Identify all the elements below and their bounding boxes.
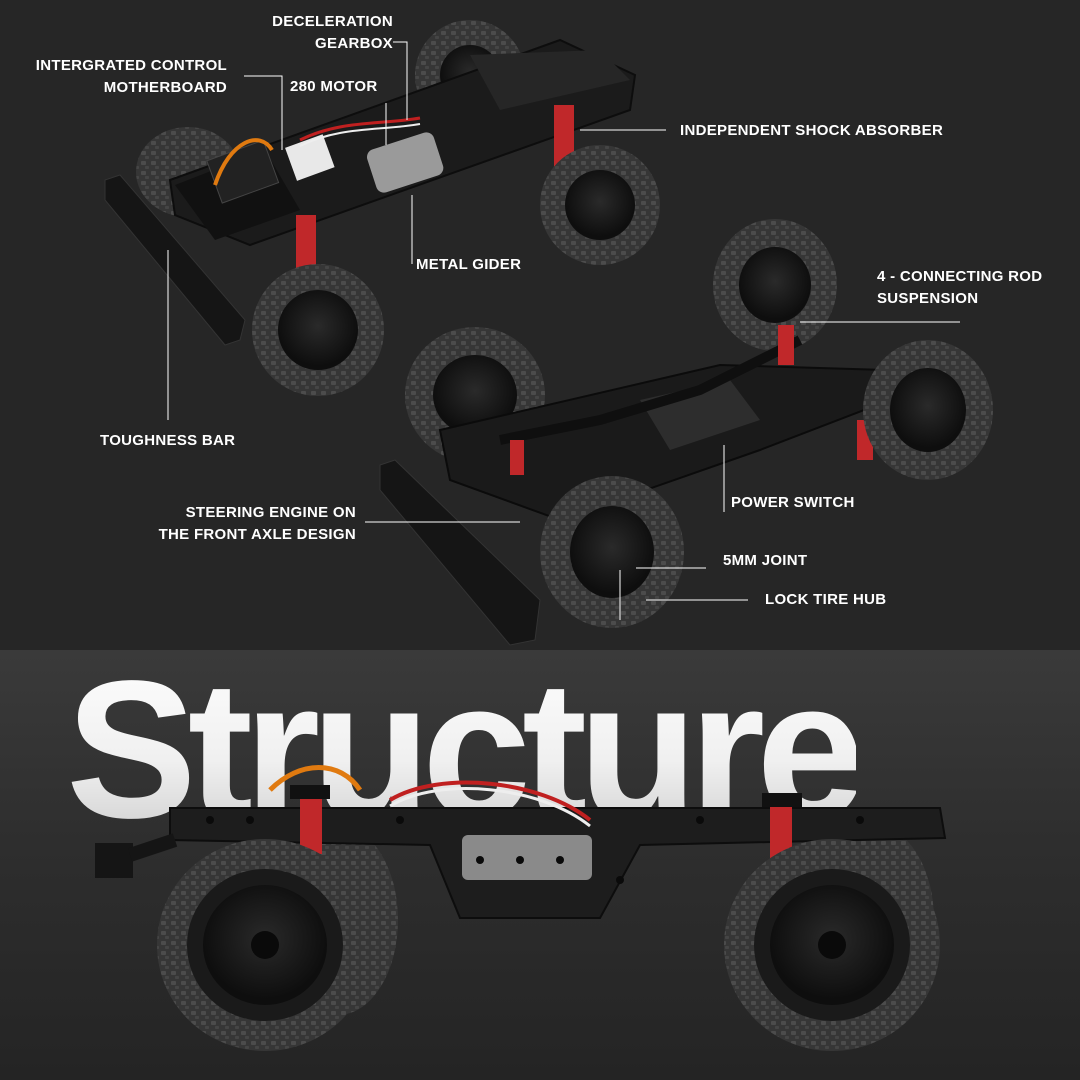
label-toughness-bar: TOUGHNESS BAR xyxy=(100,432,236,449)
label-shock-absorber: INDEPENDENT SHOCK ABSORBER xyxy=(680,122,944,139)
label-line: MOTHERBOARD xyxy=(103,79,227,96)
label-line: DECELERATION xyxy=(272,13,393,30)
lower-chassis xyxy=(379,219,993,646)
label-line: 4 - CONNECTING ROD xyxy=(877,268,1043,285)
label-power-switch: POWER SWITCH xyxy=(731,494,855,511)
label-lock-tire-hub: LOCK TIRE HUB xyxy=(765,591,887,608)
upper-chassis xyxy=(104,20,660,396)
label-line: GEARBOX xyxy=(315,35,393,52)
label-motor: 280 MOTOR xyxy=(290,78,378,95)
label-line: INTERGRATED CONTROL xyxy=(35,57,227,74)
label-joint: 5MM JOINT xyxy=(723,552,808,569)
label-deceleration-gearbox: DECELERATION GEARBOX xyxy=(250,11,393,55)
label-control-motherboard: INTERGRATED CONTROL MOTHERBOARD xyxy=(20,55,227,99)
label-steering-engine: STEERING ENGINE ON THE FRONT AXLE DESIGN xyxy=(140,502,356,546)
callout-lines xyxy=(167,41,960,620)
label-line: STEERING ENGINE ON xyxy=(185,504,356,521)
label-rod-suspension: 4 - CONNECTING ROD SUSPENSION xyxy=(877,266,1042,310)
label-metal-gider: METAL GIDER xyxy=(416,256,522,273)
label-line: SUSPENSION xyxy=(877,290,979,307)
label-line: THE FRONT AXLE DESIGN xyxy=(158,526,356,543)
side-view-chassis xyxy=(95,765,947,1051)
